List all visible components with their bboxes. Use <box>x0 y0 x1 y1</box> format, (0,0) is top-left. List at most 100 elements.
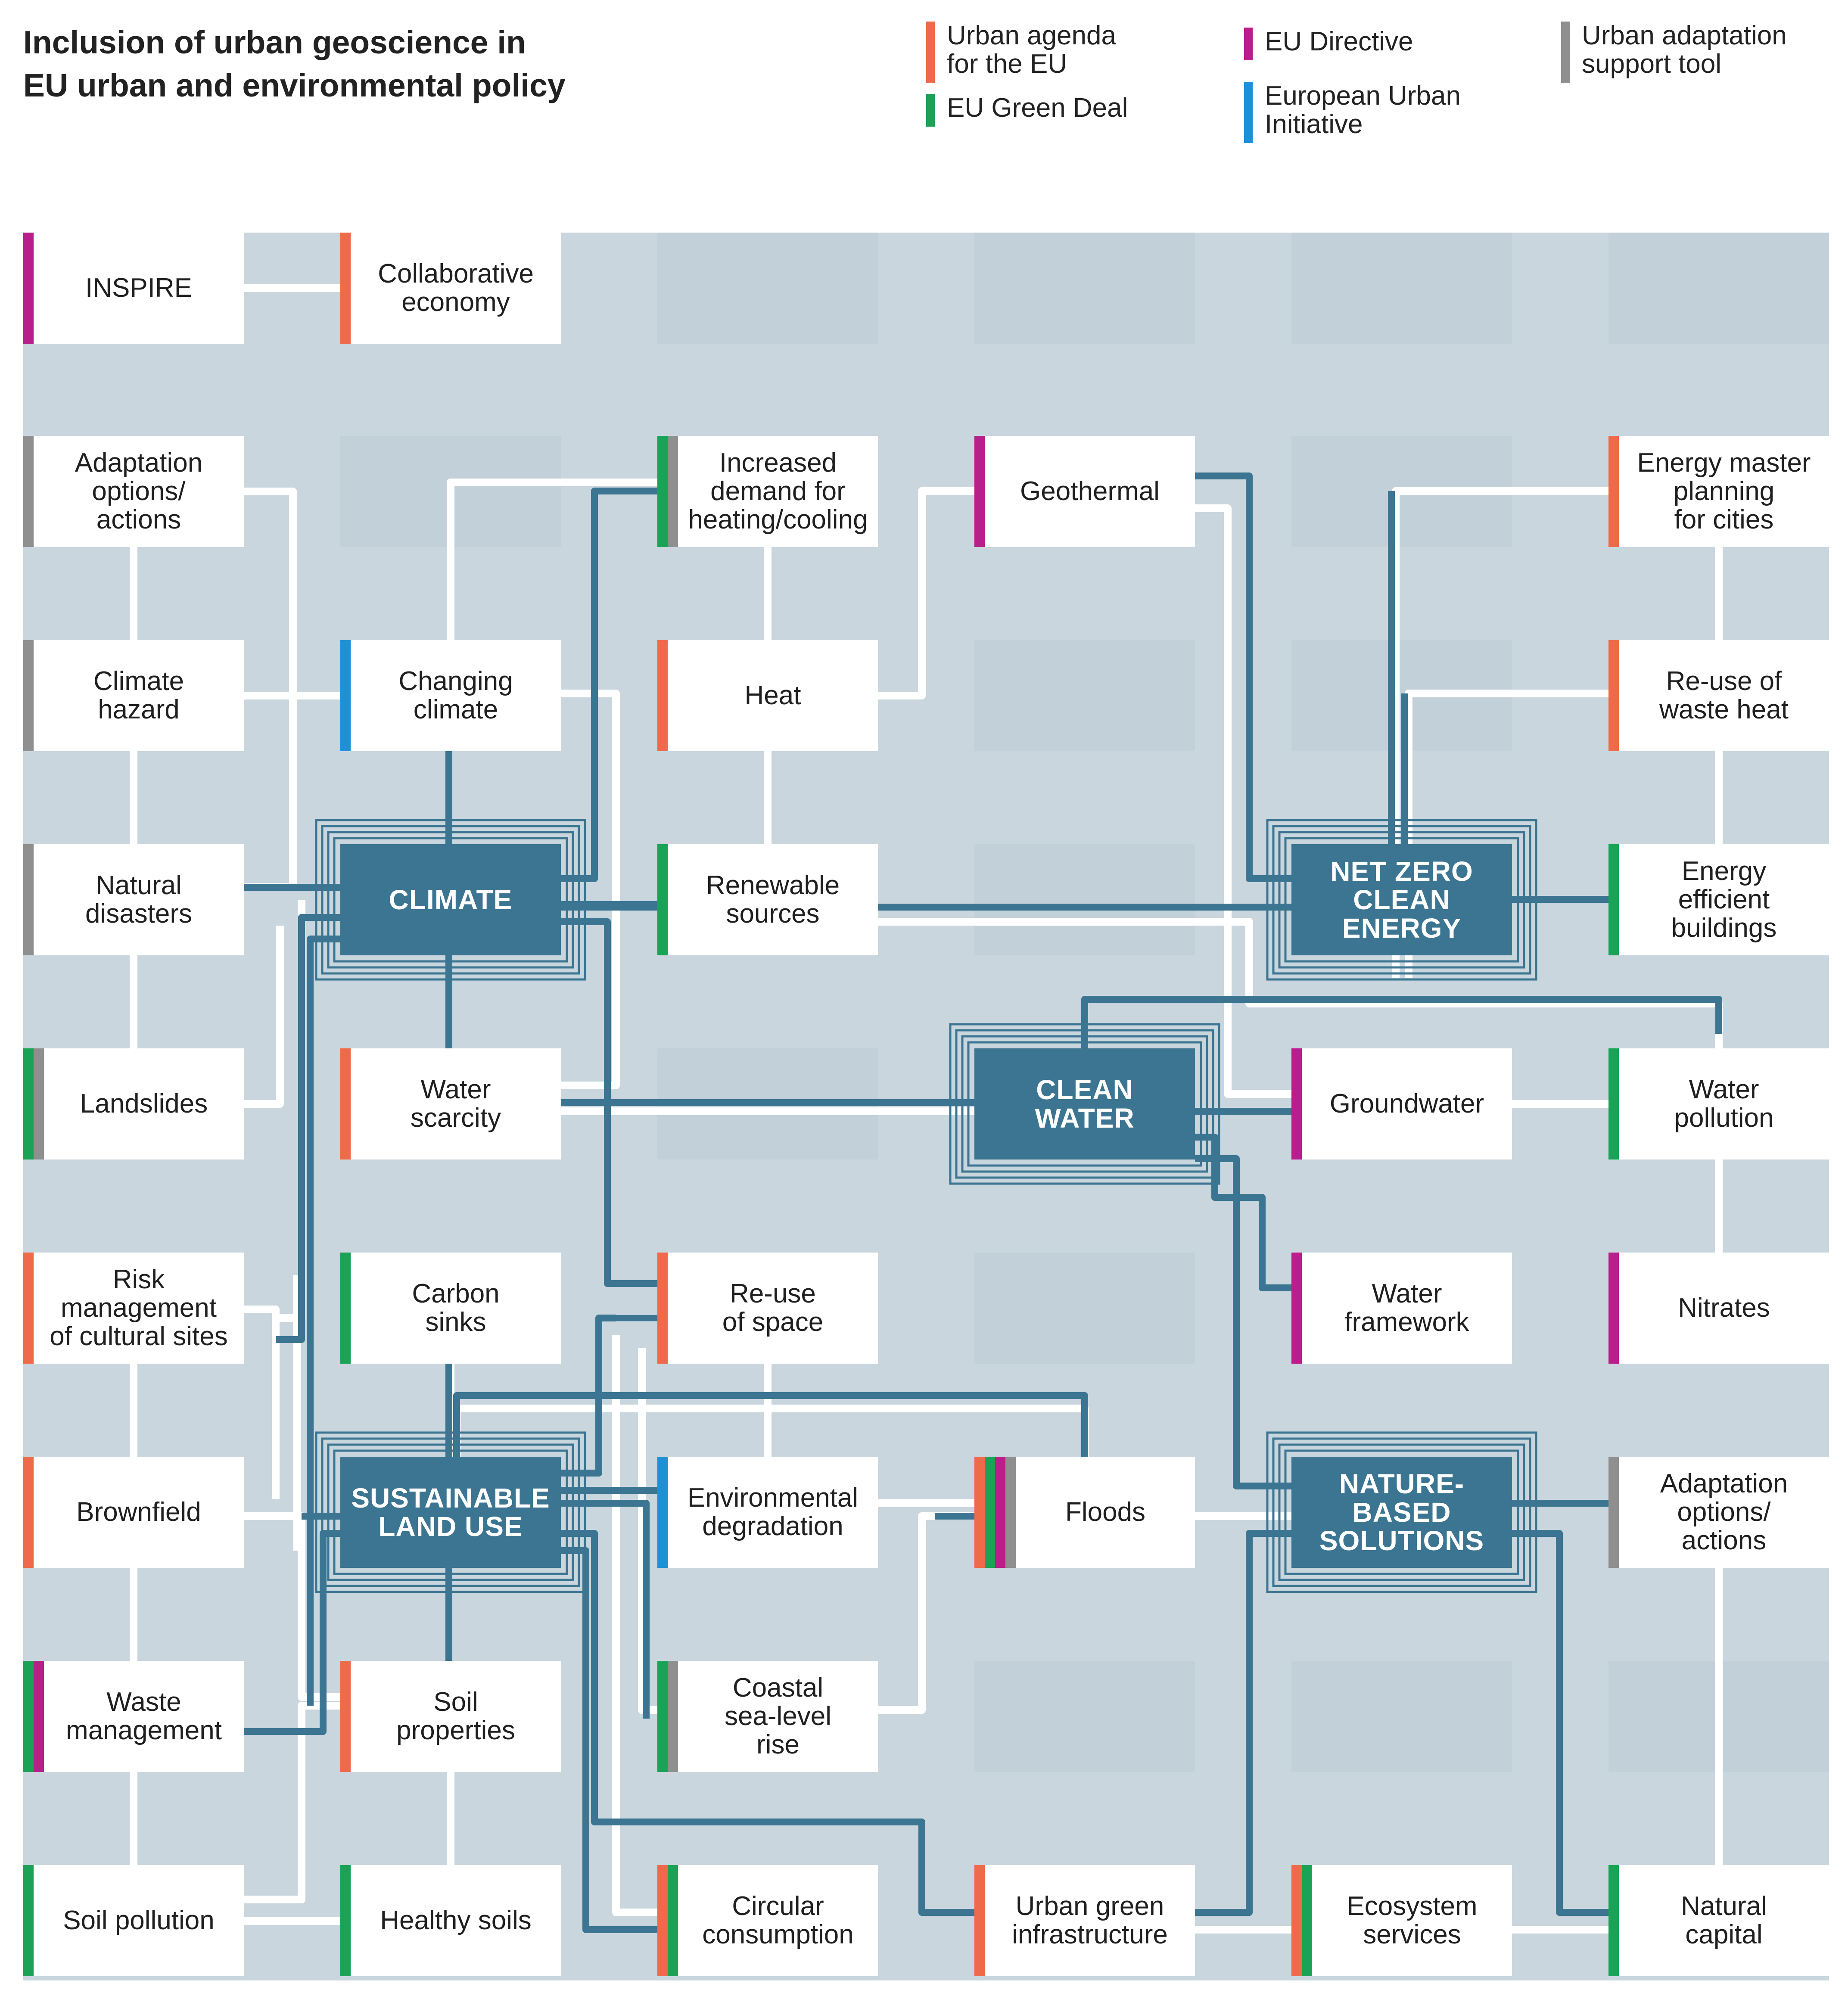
background-cell <box>974 640 1195 751</box>
policy-tag-urban-agenda <box>340 1661 351 1772</box>
policy-tag-eu-directive <box>34 1661 44 1772</box>
hub-frame-line <box>955 1029 1214 1179</box>
node-label: Floods <box>1016 1457 1195 1568</box>
hub-frame-line <box>961 1035 1208 1173</box>
hub-label-line: SUSTAINABLE <box>351 1483 550 1514</box>
policy-tag-bars <box>340 1253 351 1364</box>
hub-label-line: CLIMATE <box>389 884 513 915</box>
hub-frame-line <box>1278 831 1525 969</box>
node-label-line: consumption <box>702 1920 854 1949</box>
node-label-line: sea-level <box>724 1701 832 1731</box>
policy-tag-eu-directive <box>974 436 985 547</box>
node-label-line: Water <box>1372 1279 1442 1309</box>
policy-tag-adaptation-tool <box>1608 1457 1619 1568</box>
hub-label-line: NATURE- <box>1339 1468 1465 1499</box>
node-label-line: planning <box>1673 476 1775 506</box>
node-label-line: Groundwater <box>1329 1089 1484 1119</box>
policy-tag-bars <box>657 1253 668 1364</box>
node-label: Healthy soils <box>351 1865 561 1976</box>
node-label-line: Soil <box>433 1687 478 1717</box>
policy-tag-bars <box>657 1661 678 1772</box>
connector-line <box>612 1335 657 1916</box>
policy-tag-adaptation-tool <box>668 1661 678 1772</box>
node-label-line: disasters <box>85 899 193 929</box>
node-soilpol: Soil pollution <box>23 1865 244 1976</box>
legend-label-line: support tool <box>1582 49 1721 79</box>
node-label-line: Ecosystem <box>1347 1891 1478 1921</box>
policy-tag-bars <box>1291 1865 1312 1976</box>
legend-item-eu-directive: EU Directive <box>1244 28 1413 60</box>
legend-label-line: EU Directive <box>1265 27 1413 56</box>
policy-tag-adaptation-tool <box>23 640 34 751</box>
title-line-2: EU urban and environmental policy <box>23 67 566 103</box>
background-cell <box>974 1661 1195 1772</box>
node-label-line: Risk <box>112 1265 165 1294</box>
legend-label-line: European Urban <box>1265 81 1461 111</box>
policy-tag-green-deal <box>23 1048 34 1160</box>
policy-tag-bars <box>657 1865 678 1976</box>
policy-tag-green-deal <box>23 1661 34 1772</box>
legend-swatch <box>1561 22 1570 83</box>
node-label-line: pollution <box>1674 1103 1774 1133</box>
hub-frame-line <box>1272 825 1531 975</box>
node-label-line: Re-use <box>730 1279 816 1309</box>
policy-tag-bars <box>974 1865 985 1976</box>
policy-tag-urban-agenda <box>23 1457 34 1568</box>
hub-frame-line <box>1272 1437 1531 1587</box>
node-label-line: Water <box>1689 1075 1759 1104</box>
hub-connector-line <box>276 914 340 1343</box>
hub-frame-line <box>327 1443 574 1581</box>
policy-tag-urban-agenda <box>657 1253 668 1364</box>
policy-tag-urban-agenda <box>974 1865 985 1976</box>
policy-tag-bars <box>340 1865 351 1976</box>
node-label: Heat <box>668 640 878 751</box>
node-label-line: management <box>66 1716 222 1745</box>
hub-label-line: BASED <box>1352 1497 1451 1528</box>
node-label-line: INSPIRE <box>85 273 193 303</box>
hub-frame-line <box>1284 837 1519 963</box>
node-label-line: framework <box>1344 1307 1469 1337</box>
policy-tag-bars <box>23 1048 44 1160</box>
policy-tag-eu-directive <box>1291 1048 1302 1160</box>
node-label-line: properties <box>396 1716 515 1745</box>
hub-label-line: CLEAN <box>1036 1074 1133 1105</box>
node-inspire: INSPIRE <box>23 233 244 344</box>
node-label-line: infrastructure <box>1012 1920 1168 1949</box>
policy-tag-european-urban-initiative <box>657 1457 668 1568</box>
legend-item-green-deal: EU Green Deal <box>926 94 1128 127</box>
node-label-line: Renewable <box>706 870 840 900</box>
hub-frame-line <box>949 1023 1220 1185</box>
policy-tag-bars <box>657 844 668 955</box>
background-cell <box>1608 233 1829 344</box>
policy-tag-green-deal <box>340 1253 351 1364</box>
policy-tag-bars <box>340 233 351 344</box>
policy-tag-bars <box>23 1253 34 1364</box>
page-title: Inclusion of urban geoscience in EU urba… <box>23 21 566 107</box>
policy-tag-eu-directive <box>1608 1253 1619 1364</box>
policy-tag-green-deal <box>657 844 668 955</box>
policy-tag-bars <box>340 640 351 751</box>
connector-line <box>878 487 974 699</box>
background-cell <box>657 233 878 344</box>
connector-line <box>561 690 620 1089</box>
node-label-line: Climate <box>93 666 184 696</box>
node-label-line: buildings <box>1671 913 1777 943</box>
node-label-line: services <box>1363 1920 1461 1949</box>
